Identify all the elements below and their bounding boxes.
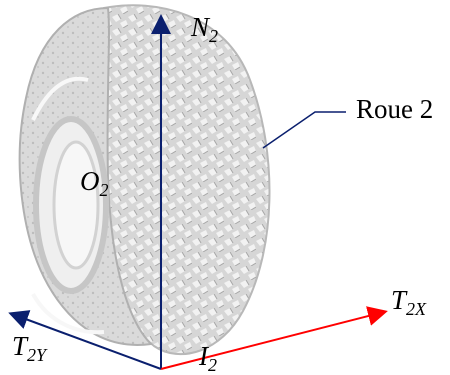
t2y-label-base: T [12,331,28,361]
tire-illustration [18,4,271,356]
o2-label-subscript: 2 [99,180,109,200]
t2x-label-subscript: 2X [406,299,427,319]
t2y-axis [8,310,162,370]
t2x-axis [160,306,388,370]
tire-tread [102,4,271,356]
i2-label-subscript: 2 [208,355,217,375]
t2x-label-base: T [391,285,407,315]
leader-line [262,111,346,149]
o2-label: O2 [80,166,109,200]
o2-label-base: O [80,166,100,196]
t2y-label: T2Y [12,331,47,365]
n2-label-base: N [191,12,210,42]
t2y-label-subscript: 2Y [27,345,47,365]
i2-label: I2 [199,341,217,375]
i2-label-base: I [199,341,208,371]
tire-label: Roue 2 [356,94,434,124]
t2x-label: T2X [391,285,427,319]
n2-label-subscript: 2 [209,26,219,46]
n2-label: N2 [191,12,219,46]
wheel-hub [52,140,100,270]
